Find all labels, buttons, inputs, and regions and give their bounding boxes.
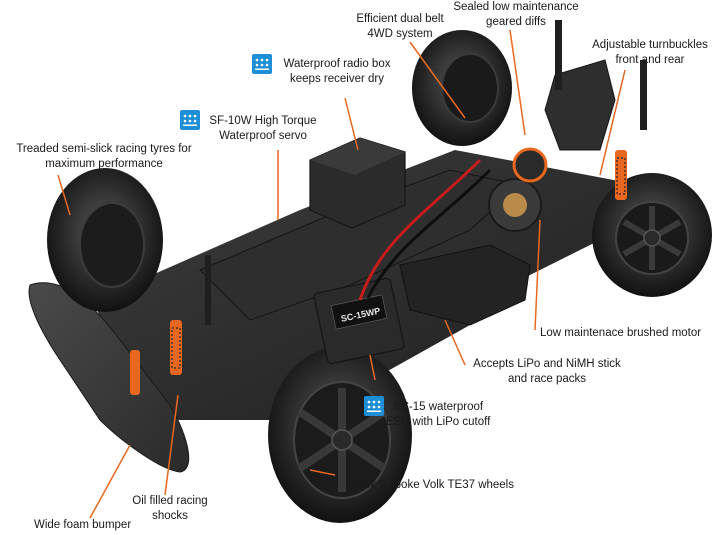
front-shock-2 <box>130 350 140 395</box>
front-left-wheel <box>47 168 163 312</box>
label-line: Wide foam bumper <box>34 519 132 531</box>
label-turnbuckles: Adjustable turnbuckles front and rear <box>580 38 720 68</box>
rear-shock <box>615 150 627 200</box>
rear-shock-tower <box>544 59 616 151</box>
label-esc: SC-15 waterproof ESC with LiPo cutoff <box>378 400 498 430</box>
waterproof-icon <box>252 54 272 74</box>
label-line: geared diffs <box>486 16 546 28</box>
label-line: Accepts LiPo and NiMH stick <box>473 358 621 370</box>
label-line: Low maintenace brushed motor <box>540 327 702 339</box>
label-line: front and rear <box>615 54 685 66</box>
waterproof-icon <box>364 396 384 416</box>
label-wheels: Black 6 spoke Volk TE37 wheels <box>348 478 514 493</box>
battery-tray <box>399 244 531 326</box>
label-line: SC-15 waterproof <box>392 401 484 413</box>
label-shocks: Oil filled racing shocks <box>115 494 225 524</box>
label-line: Waterproof servo <box>219 130 307 142</box>
label-line: maximum performance <box>45 158 163 170</box>
label-sealed-diffs: Sealed low maintenance geared diffs <box>446 0 586 30</box>
label-servo: SF-10W High Torque Waterproof servo <box>198 114 328 144</box>
label-motor: Low maintenace brushed motor <box>540 326 701 341</box>
label-packs: Accepts LiPo and NiMH stick and race pac… <box>462 357 632 387</box>
leader-lines <box>57 29 626 519</box>
label-line: shocks <box>152 510 188 522</box>
label-line: 4WD system <box>367 28 433 40</box>
label-line: Adjustable turnbuckles <box>592 39 708 51</box>
red-wire <box>358 158 482 301</box>
label-line: Waterproof radio box <box>283 58 391 70</box>
black-wire <box>366 168 492 299</box>
waterproof-icon <box>180 110 200 130</box>
label-line: Sealed low maintenance <box>453 1 579 13</box>
label-line: Oil filled racing <box>132 495 208 507</box>
rear-left-wheel <box>412 30 512 146</box>
pinion-gear <box>512 147 548 183</box>
label-dual-belt: Efficient dual belt 4WD system <box>345 12 455 42</box>
label-radio-box: Waterproof radio box keeps receiver dry <box>272 57 402 87</box>
label-bumper: Wide foam bumper <box>34 518 131 533</box>
label-line: Treaded semi-slick racing tyres for <box>16 143 192 155</box>
label-tyres: Treaded semi-slick racing tyres for maxi… <box>4 142 204 172</box>
label-line: SF-10W High Torque <box>209 115 317 127</box>
front-right-wheel <box>268 347 412 523</box>
body-post-front <box>205 255 211 325</box>
body-post-rear-right <box>640 60 647 130</box>
label-line: keeps receiver dry <box>290 73 384 85</box>
label-line: Efficient dual belt <box>356 13 444 25</box>
label-line: ESC with LiPo cutoff <box>385 416 491 428</box>
label-line: and race packs <box>508 373 586 385</box>
label-line: Black 6 spoke Volk TE37 wheels <box>348 479 514 491</box>
body-post-rear-left <box>555 20 562 90</box>
front-shock <box>170 320 182 375</box>
rear-right-wheel <box>592 173 712 297</box>
